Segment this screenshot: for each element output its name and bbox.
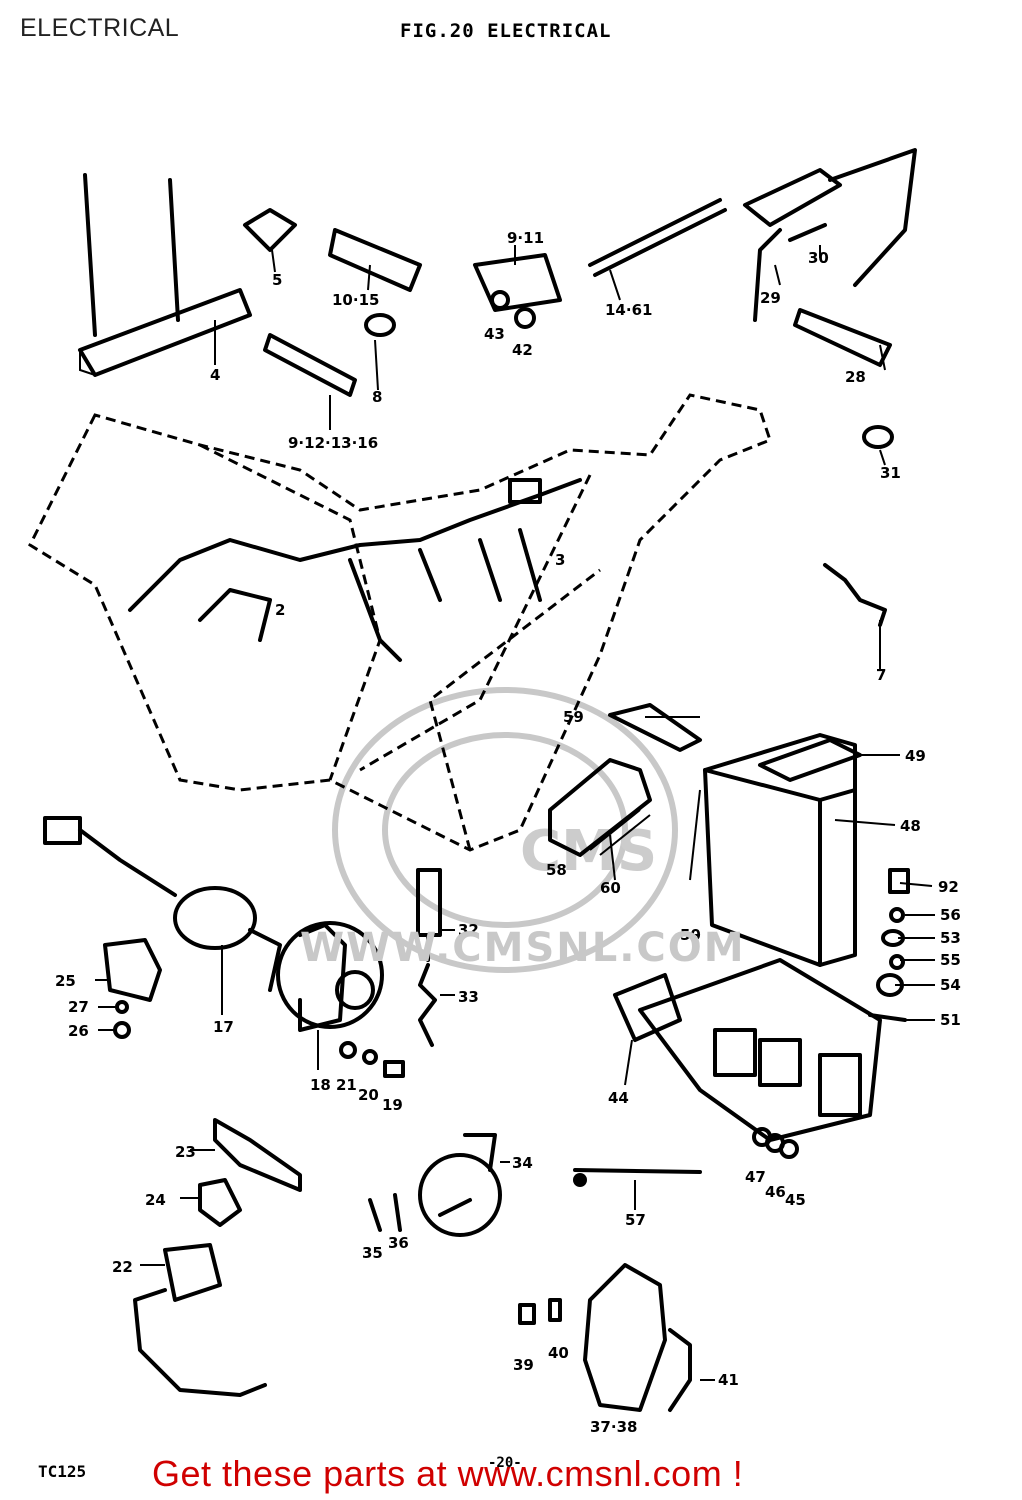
callout: 55 [940, 951, 961, 969]
callout: 20 [358, 1086, 379, 1104]
callout: 3 [555, 551, 565, 569]
callout: 51 [940, 1011, 961, 1029]
callout: 53 [940, 929, 961, 947]
callout: 58 [546, 861, 567, 879]
callout: 59 [563, 708, 584, 726]
callout: 21 [336, 1076, 357, 1094]
part-3-connector [508, 478, 542, 504]
callout: 43 [484, 325, 505, 343]
part-22-switch [133, 1243, 267, 1397]
callout: 18 [310, 1076, 331, 1094]
callout: 57 [625, 1211, 646, 1229]
callout: 24 [145, 1191, 166, 1209]
part-44-bracket [613, 973, 682, 1042]
part-23-lever [213, 1118, 302, 1192]
callout: 14·61 [605, 301, 652, 319]
callout: 27 [68, 998, 89, 1016]
leader-lines [95, 245, 935, 1381]
callout: 7 [876, 666, 886, 684]
callout: 5 [272, 271, 282, 289]
callout: 50 [680, 926, 701, 944]
callout: 19 [382, 1096, 403, 1114]
callout: 9·11 [507, 229, 544, 247]
part-57-cable [573, 1168, 702, 1174]
part-10-grommet [328, 228, 422, 292]
frame-outline [28, 393, 772, 852]
part-33-spring [418, 963, 437, 1047]
callout: 23 [175, 1143, 196, 1161]
part-31-cap [862, 425, 894, 449]
callout: 31 [880, 464, 901, 482]
callout: 37·38 [590, 1418, 637, 1436]
part-58-tube [548, 758, 652, 857]
callout: 32 [458, 921, 479, 939]
callout: 56 [940, 906, 961, 924]
callout: 40 [548, 1344, 569, 1362]
part-17-ignition-switch [43, 816, 282, 992]
callout: 9·12·13·16 [288, 434, 378, 452]
callout: 17 [213, 1018, 234, 1036]
callout: 35 [362, 1244, 383, 1262]
callout: 36 [388, 1234, 409, 1252]
callout: 54 [940, 976, 961, 994]
callout: 4 [210, 366, 220, 384]
callout: 26 [68, 1022, 89, 1040]
callout: 39 [513, 1356, 534, 1374]
part-32-switch [416, 868, 442, 962]
part-8-cap [364, 313, 396, 337]
part-14-strap [588, 198, 727, 277]
page-number: -20- [488, 1455, 522, 1471]
callout: 41 [718, 1371, 739, 1389]
callout: 33 [458, 988, 479, 1006]
callout: 92 [938, 878, 959, 896]
callout: 2 [275, 601, 285, 619]
battery-case [638, 958, 907, 1142]
callout: 22 [112, 1258, 133, 1276]
model-code: TC125 [38, 1462, 87, 1481]
part-34-horn [418, 1133, 502, 1237]
callout: 48 [900, 817, 921, 835]
watermark-logo: CMS [332, 687, 678, 973]
callout-labels: 4 5 10·15 9·11 43 42 14·61 29 30 28 8 9·… [55, 229, 961, 1436]
callout: 8 [372, 388, 382, 406]
part-7-bracket [823, 563, 887, 627]
svg-text:CMS: CMS [520, 819, 657, 884]
callout: 49 [905, 747, 926, 765]
part-37-38-horn [583, 1263, 692, 1412]
callout: 10·15 [332, 291, 379, 309]
part-5-clip [243, 208, 297, 252]
callout: 29 [760, 289, 781, 307]
callout: 46 [765, 1183, 786, 1201]
part-4-bracket [78, 173, 252, 377]
callout: 28 [845, 368, 866, 386]
part-9-11-bracket [473, 253, 562, 312]
part-24-knob [198, 1178, 242, 1227]
callout: 47 [745, 1168, 766, 1186]
callout: 30 [808, 249, 829, 267]
callout: 60 [600, 879, 621, 897]
part-9-clamp [263, 333, 357, 397]
watermark-text: WWW.CMSNL.COM [300, 925, 746, 971]
page-title: ELECTRICAL [20, 14, 180, 42]
part-28-plate [793, 308, 892, 367]
figure-title: FIG.20 ELECTRICAL [400, 20, 612, 42]
part-59-strap [608, 703, 702, 752]
part-2-wiring-harness [128, 478, 582, 662]
part-29-wire [743, 148, 917, 322]
part-25-relay [103, 938, 162, 1002]
callout: 34 [512, 1154, 533, 1172]
callout: 44 [608, 1089, 629, 1107]
callout: 45 [785, 1191, 806, 1209]
part-18-cover [276, 921, 384, 1032]
callout: 42 [512, 341, 533, 359]
promo-link[interactable]: Get these parts at www.cmsnl.com ! [152, 1453, 744, 1494]
callout: 25 [55, 972, 76, 990]
